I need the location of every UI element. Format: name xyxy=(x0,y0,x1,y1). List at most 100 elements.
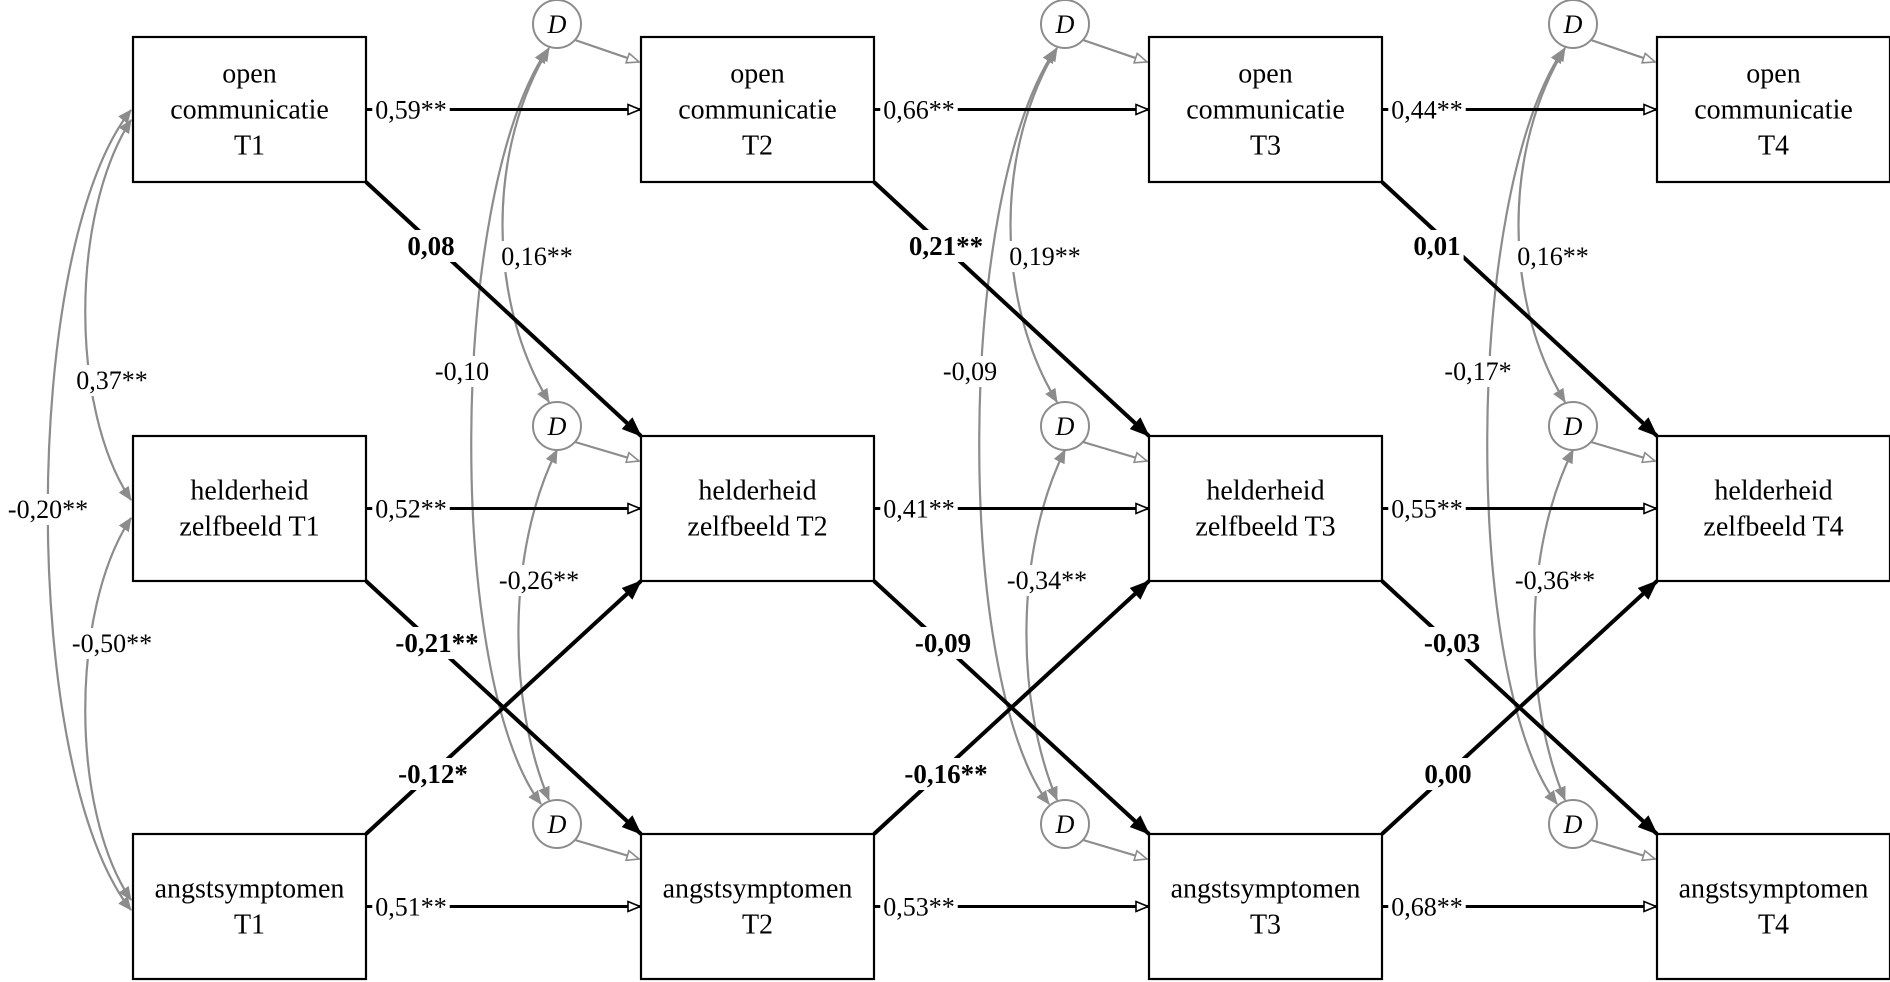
variable-label-hz2-line2: zelfbeeld T2 xyxy=(687,512,827,543)
residual-correlation-curve-oc-hz-T2 xyxy=(501,47,550,403)
variable-label-hz1-line1: helderheid xyxy=(190,476,308,507)
residual-correlation-oc-hz-T3-bg xyxy=(1006,241,1084,272)
variable-label-as2-line1: angstsymptomen xyxy=(663,874,853,905)
disturbance-hz4: D xyxy=(1548,401,1598,451)
variable-label-oc2-line3: T2 xyxy=(742,131,773,162)
cross-lagged-coefficient-as2-hz3: -0,16** xyxy=(904,759,987,789)
autoregressive-coefficient-oc2-oc3: 0,66** xyxy=(883,96,955,125)
residual-layer xyxy=(46,38,1655,911)
variable-label-oc4-line2: communicatie xyxy=(1694,95,1853,126)
disturbance-as4: D xyxy=(1548,799,1598,849)
disturbance-label-oc3: D xyxy=(1055,10,1075,39)
autoregressive-coefficient-as3-as4: 0,68** xyxy=(1391,893,1463,922)
cross-lagged-arrow-oc3-hz4 xyxy=(1380,180,1659,438)
cross-lagged-arrow-oc1-hz2 xyxy=(364,180,643,438)
residual-correlation-oc-hz-T4-bg xyxy=(1514,241,1592,272)
cross-lagged-coefficient-as3-hz4: 0,00 xyxy=(1424,759,1471,789)
residual-correlation-oc-hz-T4: 0,16** xyxy=(1517,242,1589,271)
cross-lagged-coefficient-as1-hz2-bg xyxy=(395,758,471,790)
residual-correlation-curve-oc-hz-T3 xyxy=(1009,47,1058,403)
disturbance-circle-as2 xyxy=(532,799,582,849)
autoregressive-coefficient-oc3-oc4: 0,44** xyxy=(1391,96,1463,125)
variable-label-oc4-line1: open xyxy=(1746,59,1800,90)
variable-label-oc2-line2: communicatie xyxy=(678,95,837,126)
cross-lagged-arrow-as1-hz2 xyxy=(364,579,643,836)
disturbance-circle-oc4 xyxy=(1548,0,1598,49)
disturbance-circle-hz4 xyxy=(1548,401,1598,451)
autoregressive-coefficient-oc3-oc4-bg xyxy=(1388,94,1466,126)
correlation-coefficient-oc1-as1: -0,20** xyxy=(8,495,88,524)
autoregressive-coefficient-hz3-hz4-bg xyxy=(1388,493,1466,525)
residual-correlation-curve-hz-as-T4 xyxy=(1533,449,1574,801)
disturbance-oc2: D xyxy=(532,0,582,49)
autoregressive-coefficient-oc1-oc2-bg xyxy=(372,94,450,126)
autoregressive-coefficient-hz2-hz3-bg xyxy=(880,493,958,525)
autoregressive-coefficient-as1-as2: 0,51** xyxy=(375,893,447,922)
residual-correlation-hz-as-T4: -0,36** xyxy=(1515,566,1595,595)
correlation-curve-oc1-hz1 xyxy=(84,119,132,501)
cross-lagged-coefficient-hz2-as3: -0,09 xyxy=(915,628,971,658)
disturbance-arrow-as4 xyxy=(1590,838,1655,859)
cross-lagged-coefficient-oc1-hz2: 0,08 xyxy=(407,231,454,261)
variable-label-oc1-line2: communicatie xyxy=(170,95,329,126)
variable-label-oc1-line3: T1 xyxy=(234,131,265,162)
disturbance-label-oc2: D xyxy=(547,10,567,39)
cross-lagged-coefficient-hz1-as2-bg xyxy=(392,627,482,659)
disturbance-label-as2: D xyxy=(547,810,567,839)
correlation-coefficient-oc1-hz1: 0,37** xyxy=(76,366,148,395)
variable-label-oc2-line1: open xyxy=(730,59,784,90)
cross-lagged-coefficient-hz3-as4-bg xyxy=(1420,627,1484,659)
residual-correlation-curve-hz-as-T3 xyxy=(1025,449,1066,801)
variable-label-oc1-line1: open xyxy=(222,59,276,90)
autoregressive-coefficient-as2-as3: 0,53** xyxy=(883,893,955,922)
variable-box-hz4 xyxy=(1655,434,1890,583)
disturbance-circle-hz3 xyxy=(1040,401,1090,451)
label-layer: 0,59**0,66**0,44**0,52**0,41**0,55**0,51… xyxy=(4,94,1599,923)
cross-lagged-coefficient-hz2-as3-bg xyxy=(911,627,975,659)
variable-hz1: helderheid zelfbeeld T1 xyxy=(131,434,368,583)
disturbance-label-as4: D xyxy=(1563,810,1583,839)
variable-label-oc4-line3: T4 xyxy=(1758,131,1789,162)
variable-box-oc2 xyxy=(639,35,876,184)
variable-label-as3-line1: angstsymptomen xyxy=(1171,874,1361,905)
cross-lagged-coefficient-oc3-hz4-bg xyxy=(1410,230,1464,262)
disturbance-hz3: D xyxy=(1040,401,1090,451)
cross-lagged-coefficient-oc2-hz3: 0,21** xyxy=(909,231,983,261)
variable-label-hz4-line1: helderheid xyxy=(1714,476,1832,507)
disturbance-arrow-as3 xyxy=(1082,838,1147,859)
autoregressive-coefficient-hz1-hz2: 0,52** xyxy=(375,495,447,524)
variable-label-hz3-line1: helderheid xyxy=(1206,476,1324,507)
disturbance-circle-as4 xyxy=(1548,799,1598,849)
variable-label-hz1-line2: zelfbeeld T1 xyxy=(179,512,319,543)
cross-lagged-arrow-as3-hz4 xyxy=(1380,579,1659,836)
residual-correlation-oc-hz-T3: 0,19** xyxy=(1009,242,1081,271)
variable-box-as4 xyxy=(1655,832,1890,981)
variable-label-as4-line2: T4 xyxy=(1758,910,1789,941)
residual-correlation-curve-oc-hz-T4 xyxy=(1517,47,1566,403)
residual-correlation-hz-as-T2-bg xyxy=(495,565,583,596)
cross-lagged-coefficient-as1-hz2: -0,12* xyxy=(398,759,468,789)
cross-lagged-coefficient-oc1-hz2-bg xyxy=(404,230,458,262)
cross-lagged-coefficient-oc2-hz3-bg xyxy=(905,230,987,262)
disturbance-label-hz2: D xyxy=(547,412,567,441)
cross-lagged-arrow-oc2-hz3 xyxy=(872,180,1151,438)
residual-correlation-hz-as-T3-bg xyxy=(1003,565,1091,596)
disturbance-arrow-oc3 xyxy=(1082,38,1147,62)
disturbance-circle-hz2 xyxy=(532,401,582,451)
residual-correlation-curve-oc-as-T4 xyxy=(1486,49,1564,805)
residual-correlation-oc-as-T2-bg xyxy=(431,356,493,387)
residual-correlation-oc-as-T4-bg xyxy=(1441,356,1515,387)
autoregressive-coefficient-hz1-hz2-bg xyxy=(372,493,450,525)
residual-correlation-curve-oc-as-T3 xyxy=(978,49,1056,805)
variable-label-oc3-line3: T3 xyxy=(1250,131,1281,162)
variable-box-hz2 xyxy=(639,434,876,583)
variable-box-oc4 xyxy=(1655,35,1890,184)
correlation-curve-hz1-as1 xyxy=(84,517,132,901)
